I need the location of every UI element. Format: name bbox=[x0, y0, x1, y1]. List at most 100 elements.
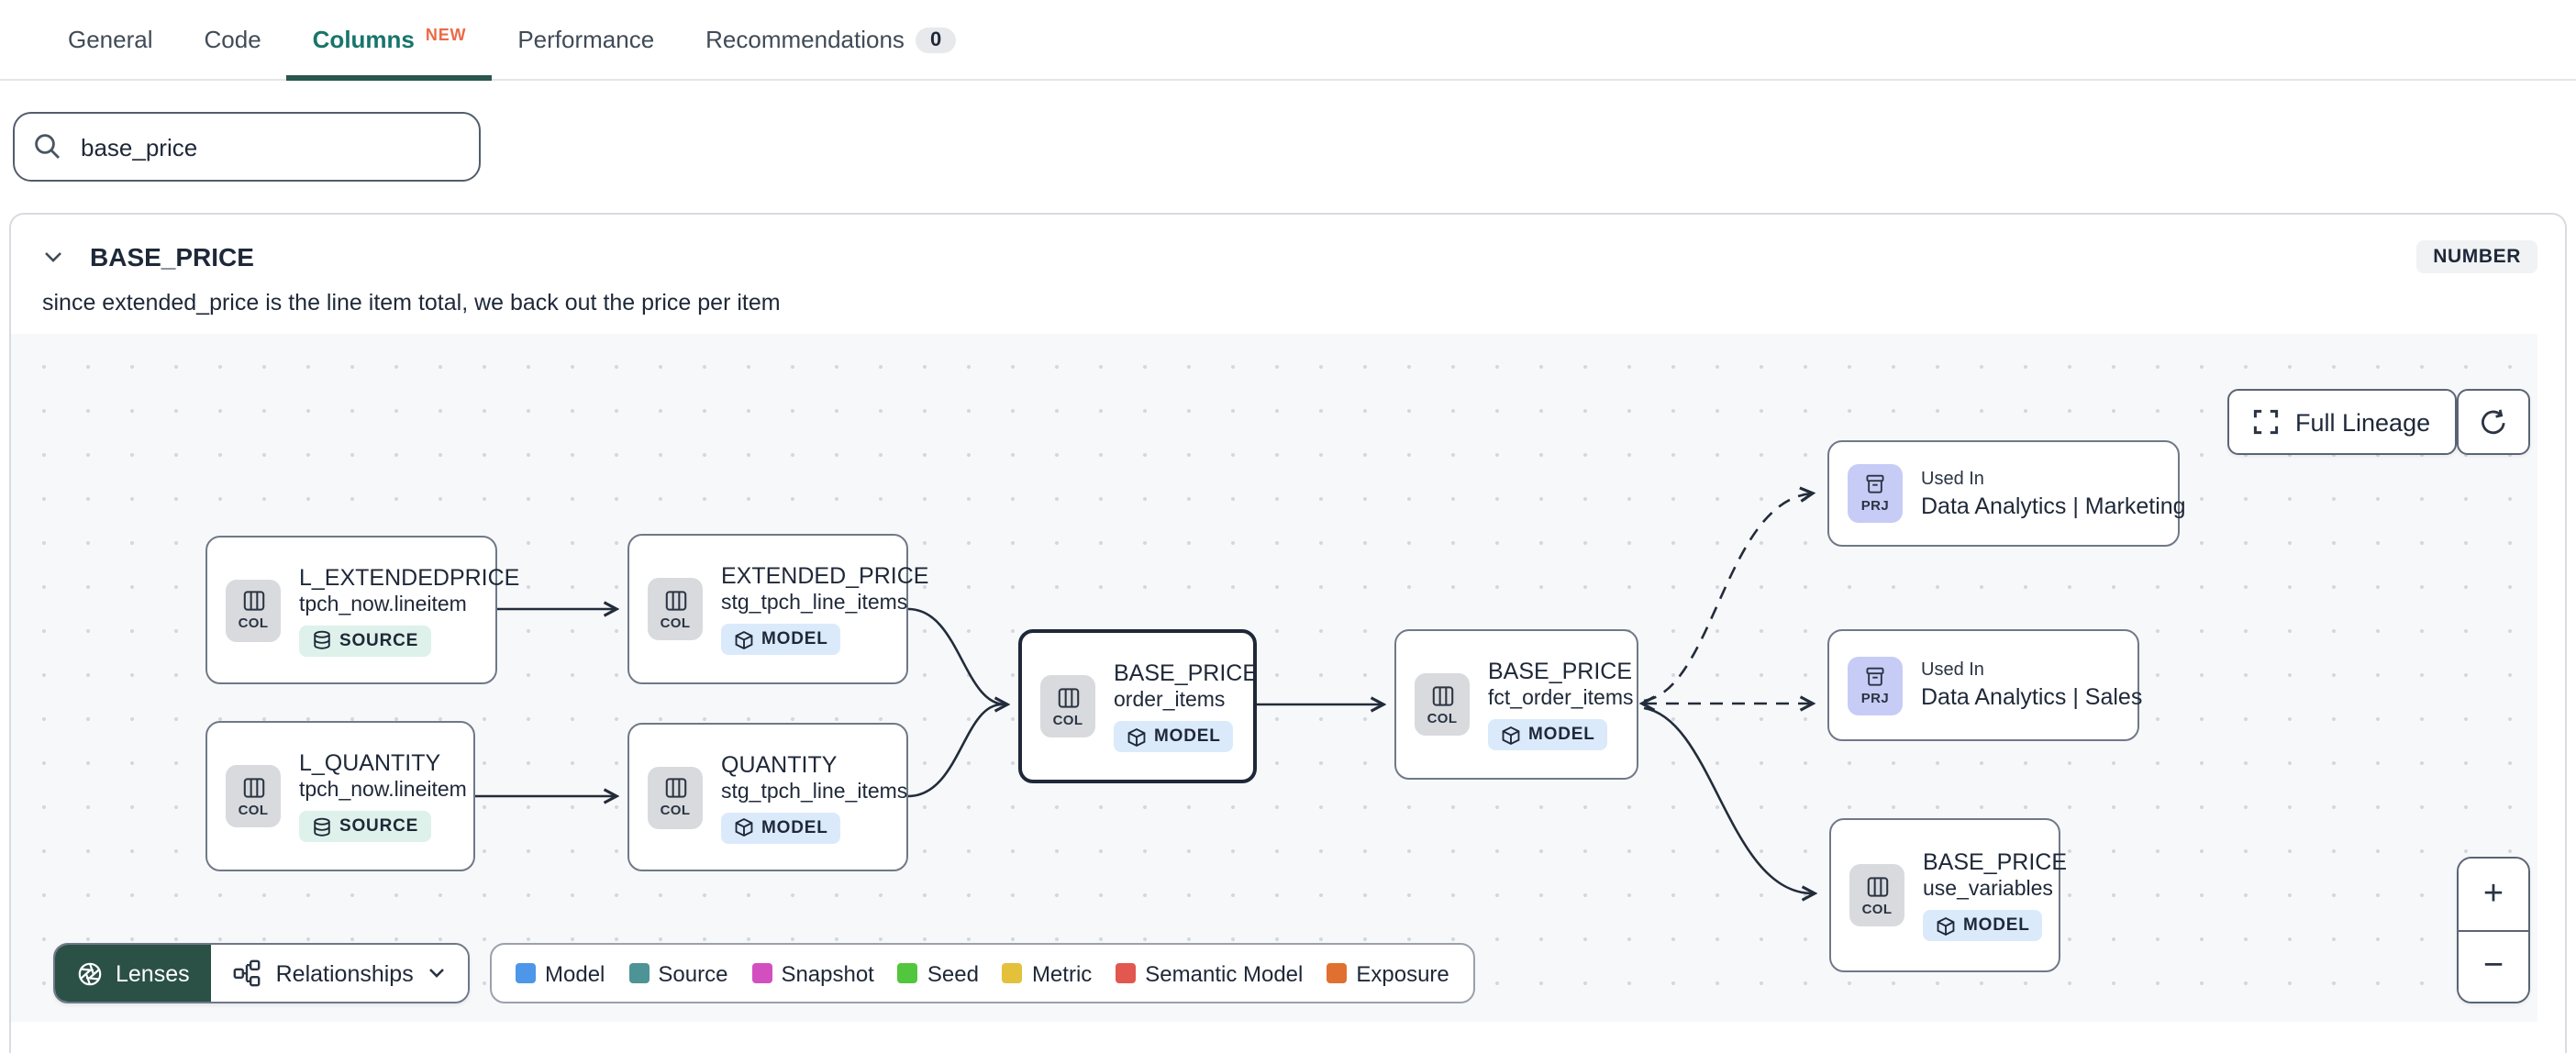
tab-general[interactable]: General bbox=[68, 26, 153, 53]
node-extended-price[interactable]: COL EXTENDED_PRICE stg_tpch_line_items M… bbox=[627, 534, 928, 684]
node-badge-model: MODEL bbox=[721, 812, 841, 843]
node-title: L_QUANTITY bbox=[299, 750, 441, 776]
columns-icon bbox=[242, 591, 264, 611]
legend-item-snapshot: Snapshot bbox=[751, 960, 874, 986]
node-base-price-use-variables[interactable]: COL BASE_PRICE use_variables MODEL bbox=[1829, 818, 2067, 972]
prj-tile: PRJ bbox=[1848, 656, 1903, 715]
columns-icon bbox=[1057, 687, 1079, 707]
refresh-button[interactable] bbox=[2457, 389, 2530, 455]
columns-icon bbox=[664, 778, 686, 798]
node-badge-model: MODEL bbox=[1488, 719, 1608, 750]
aperture-icon bbox=[78, 961, 102, 985]
chevron-down-icon bbox=[429, 969, 445, 978]
node-title: Data Analytics | Marketing bbox=[1921, 493, 2186, 518]
column-description: since extended_price is the line item to… bbox=[42, 290, 781, 316]
node-subtitle: use_variables bbox=[1923, 879, 2053, 901]
cube-icon bbox=[735, 817, 753, 837]
cube-icon bbox=[1502, 725, 1520, 745]
column-panel: BASE_PRICE NUMBER since extended_price i… bbox=[9, 213, 2567, 1053]
legend-swatch bbox=[1327, 963, 1348, 983]
node-title: L_EXTENDEDPRICE bbox=[299, 564, 520, 590]
refresh-icon bbox=[2482, 409, 2505, 435]
tab-code[interactable]: Code bbox=[204, 26, 261, 53]
tab-recommendations[interactable]: Recommendations 0 bbox=[680, 0, 982, 79]
hierarchy-icon bbox=[234, 959, 261, 987]
col-tile: COL bbox=[648, 578, 703, 640]
horizontal-scrollbar-gutter[interactable] bbox=[11, 1022, 2565, 1053]
legend-item-seed: Seed bbox=[897, 960, 979, 986]
node-used-in-sales[interactable]: PRJ Used In Data Analytics | Sales bbox=[1827, 629, 2143, 741]
collapse-chevron-icon[interactable] bbox=[42, 249, 64, 264]
minus-icon: − bbox=[2482, 947, 2504, 985]
col-tile: COL bbox=[1415, 673, 1470, 736]
node-quantity[interactable]: COL QUANTITY stg_tpch_line_items MODEL bbox=[627, 723, 908, 871]
search-input[interactable] bbox=[13, 112, 481, 182]
tab-bar: General Code Columns NEW Performance Rec… bbox=[0, 0, 2576, 81]
archive-icon bbox=[1866, 474, 1884, 493]
lenses-button[interactable]: Lenses bbox=[55, 945, 212, 1002]
col-tile: COL bbox=[648, 766, 703, 828]
node-title: Data Analytics | Sales bbox=[1921, 684, 2143, 710]
database-icon bbox=[314, 816, 330, 836]
legend-swatch bbox=[516, 963, 536, 983]
legend-swatch bbox=[1002, 963, 1023, 983]
lineage-edges bbox=[475, 334, 2565, 1053]
node-subtitle: fct_order_items bbox=[1488, 688, 1634, 710]
node-subtitle: tpch_now.lineitem bbox=[299, 593, 467, 615]
legend-swatch bbox=[751, 963, 772, 983]
node-l-extendedprice[interactable]: COL L_EXTENDEDPRICE tpch_now.lineitem SO… bbox=[205, 536, 519, 684]
archive-icon bbox=[1866, 666, 1884, 685]
columns-icon bbox=[664, 590, 686, 610]
node-subtitle: order_items bbox=[1114, 690, 1226, 712]
lineage-canvas[interactable]: COL L_EXTENDEDPRICE tpch_now.lineitem SO… bbox=[11, 334, 2565, 1053]
columns-icon bbox=[242, 777, 264, 797]
column-type-badge: NUMBER bbox=[2416, 240, 2537, 273]
legend-item-source: Source bbox=[628, 960, 727, 986]
column-header: BASE_PRICE NUMBER since extended_price i… bbox=[11, 215, 2565, 334]
node-subtitle: tpch_now.lineitem bbox=[299, 780, 467, 802]
node-badge-model: MODEL bbox=[1923, 910, 2043, 941]
relationships-button[interactable]: Relationships bbox=[211, 945, 469, 1002]
recommendations-count-badge: 0 bbox=[915, 27, 957, 52]
node-used-in-marketing[interactable]: PRJ Used In Data Analytics | Marketing bbox=[1827, 440, 2186, 547]
node-badge-model: MODEL bbox=[1114, 721, 1234, 752]
node-title: BASE_PRICE bbox=[1923, 849, 2068, 875]
new-badge: NEW bbox=[425, 25, 467, 43]
tab-performance[interactable]: Performance bbox=[517, 26, 655, 53]
columns-icon bbox=[1866, 876, 1888, 896]
tab-columns[interactable]: Columns NEW bbox=[286, 0, 493, 81]
node-title: EXTENDED_PRICE bbox=[721, 563, 929, 589]
node-base-price-order-items[interactable]: COL BASE_PRICE order_items MODEL bbox=[1018, 629, 1259, 783]
used-in-label: Used In bbox=[1921, 660, 1984, 681]
cube-icon bbox=[1937, 915, 1955, 936]
col-tile: COL bbox=[226, 579, 281, 641]
columns-icon bbox=[1431, 685, 1453, 705]
full-lineage-button[interactable]: Full Lineage bbox=[2227, 389, 2457, 455]
used-in-label: Used In bbox=[1921, 469, 1984, 489]
zoom-in-button[interactable]: + bbox=[2459, 859, 2528, 930]
vertical-scrollbar-gutter[interactable] bbox=[2537, 334, 2565, 1053]
node-title: BASE_PRICE bbox=[1114, 660, 1259, 686]
node-subtitle: stg_tpch_line_items bbox=[721, 593, 908, 615]
cube-icon bbox=[735, 629, 753, 649]
col-tile: COL bbox=[1849, 864, 1904, 926]
node-badge-source: SOURCE bbox=[299, 811, 432, 842]
prj-tile: PRJ bbox=[1848, 464, 1903, 523]
lenses-group: Lenses Relationships bbox=[53, 943, 471, 1003]
col-tile: COL bbox=[226, 765, 281, 827]
legend-item-metric: Metric bbox=[1002, 960, 1092, 986]
node-base-price-fct-order-items[interactable]: COL BASE_PRICE fct_order_items MODEL bbox=[1394, 629, 1638, 780]
zoom-out-button[interactable]: − bbox=[2459, 930, 2528, 1002]
node-l-quantity[interactable]: COL L_QUANTITY tpch_now.lineitem SOURCE bbox=[205, 721, 475, 871]
legend-item-exposure: Exposure bbox=[1327, 960, 1449, 986]
col-tile: COL bbox=[1040, 675, 1095, 737]
legend-item-semantic-model: Semantic Model bbox=[1116, 960, 1303, 986]
expand-icon bbox=[2253, 409, 2279, 435]
legend: Model Source Snapshot Seed Metric Semant… bbox=[490, 943, 1475, 1003]
legend-swatch bbox=[1116, 963, 1137, 983]
node-subtitle: stg_tpch_line_items bbox=[721, 781, 908, 803]
cube-icon bbox=[1127, 726, 1146, 747]
legend-swatch bbox=[628, 963, 650, 983]
node-title: BASE_PRICE bbox=[1488, 659, 1633, 684]
